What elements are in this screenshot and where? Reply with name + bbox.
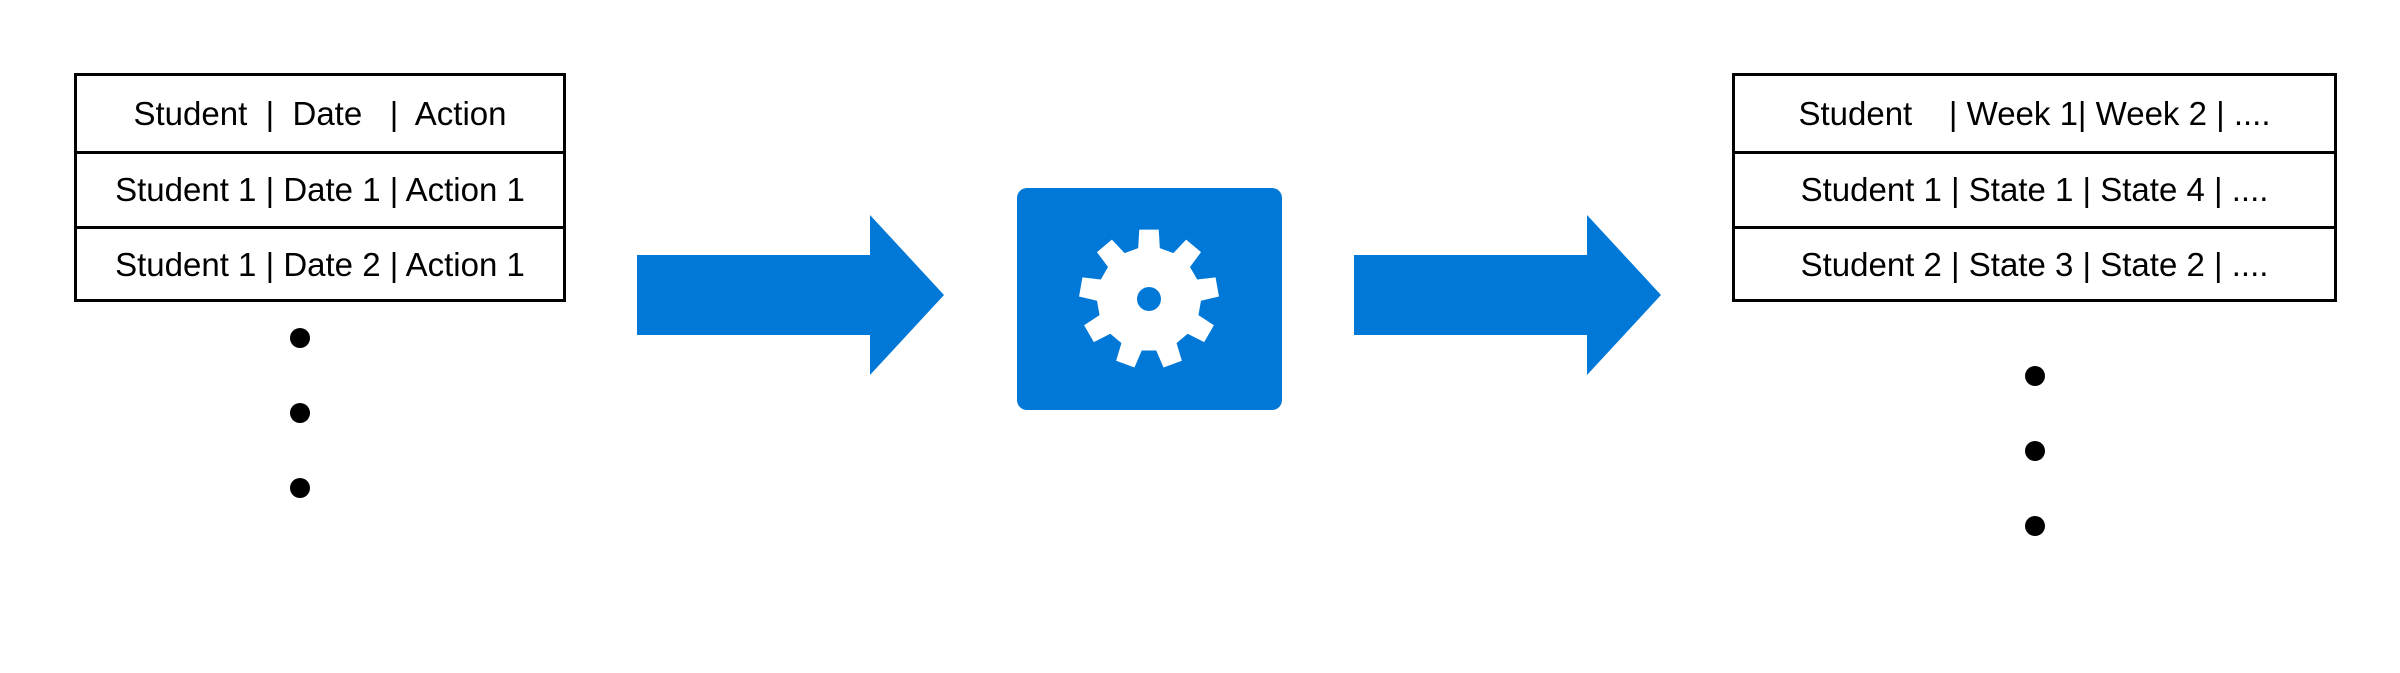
output-table: Student | Week 1| Week 2 | .... Student … (1732, 73, 2337, 302)
arrow-right-icon (1354, 215, 1661, 375)
gear-icon (1079, 229, 1219, 368)
processor-box (1017, 188, 1282, 410)
output-continuation-dot (2025, 441, 2045, 461)
output-table-header-row: Student | Week 1| Week 2 | .... (1798, 94, 2271, 132)
output-table-row: Student 2 | State 3 | State 2 | .... (1735, 226, 2334, 301)
arrow-right-icon (637, 215, 944, 375)
input-table-row: Student 1 | Date 1 | Action 1 (77, 151, 563, 226)
output-table-row: Student 1 | State 1 | State 4 | .... (1735, 151, 2334, 226)
input-table-header-row: Student | Date | Action (133, 94, 507, 132)
input-table-row: Student 1 | Date 2 | Action 1 (77, 226, 563, 301)
input-continuation-dot (290, 328, 310, 348)
input-table: Student | Date | Action Student 1 | Date… (74, 73, 566, 302)
output-continuation-dot (2025, 516, 2045, 536)
input-continuation-dot (290, 403, 310, 423)
output-continuation-dot (2025, 366, 2045, 386)
input-continuation-dot (290, 478, 310, 498)
